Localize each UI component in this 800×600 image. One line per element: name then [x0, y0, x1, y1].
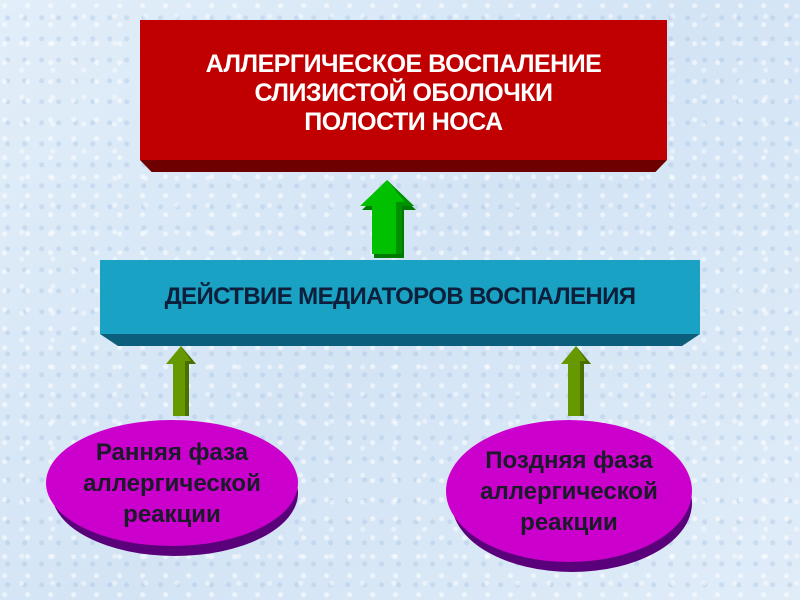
- early-phase-node: Ранняя фаза аллергической реакции: [46, 420, 301, 556]
- allergic-inflammation-box: АЛЛЕРГИЧЕСКОЕ ВОСПАЛЕНИЕ СЛИЗИСТОЙ ОБОЛО…: [140, 20, 667, 172]
- late-phase-line2: аллергической: [480, 477, 658, 505]
- allergic-inflammation-face: АЛЛЕРГИЧЕСКОЕ ВОСПАЛЕНИЕ СЛИЗИСТОЙ ОБОЛО…: [140, 20, 667, 160]
- allergic-inflammation-line2: СЛИЗИСТОЙ ОБОЛОЧКИ: [254, 78, 553, 107]
- main-up-arrow-icon: [360, 180, 416, 258]
- late-phase-node: Поздняя фаза аллергической реакции: [446, 420, 696, 572]
- late-phase-line1: Поздняя фаза: [485, 446, 653, 474]
- allergic-inflammation-line3: ПОЛОСТИ НОСА: [304, 107, 503, 136]
- mediator-action-face: ДЕЙСТВИЕ МЕДИАТОРОВ ВОСПАЛЕНИЯ: [100, 260, 700, 334]
- early-phase-line3: реакции: [123, 500, 221, 528]
- mediator-action-box: ДЕЙСТВИЕ МЕДИАТОРОВ ВОСПАЛЕНИЯ: [100, 260, 700, 346]
- early-phase-line1: Ранняя фаза: [95, 438, 249, 466]
- allergic-inflammation-box-bevel: [140, 160, 667, 172]
- late-phase-face: Поздняя фаза аллергической реакции: [446, 420, 692, 562]
- late-phase-line3: реакции: [520, 508, 618, 536]
- early-phase-line2: аллергической: [83, 469, 261, 497]
- early-phase-face: Ранняя фаза аллергической реакции: [46, 420, 298, 546]
- mediator-action-label: ДЕЙСТВИЕ МЕДИАТОРОВ ВОСПАЛЕНИЯ: [164, 283, 636, 310]
- allergic-inflammation-line1: АЛЛЕРГИЧЕСКОЕ ВОСПАЛЕНИЕ: [205, 49, 602, 78]
- mediator-action-box-bevel: [100, 334, 700, 346]
- early-phase-up-arrow-icon: [166, 346, 196, 416]
- late-phase-up-arrow-icon: [561, 346, 591, 416]
